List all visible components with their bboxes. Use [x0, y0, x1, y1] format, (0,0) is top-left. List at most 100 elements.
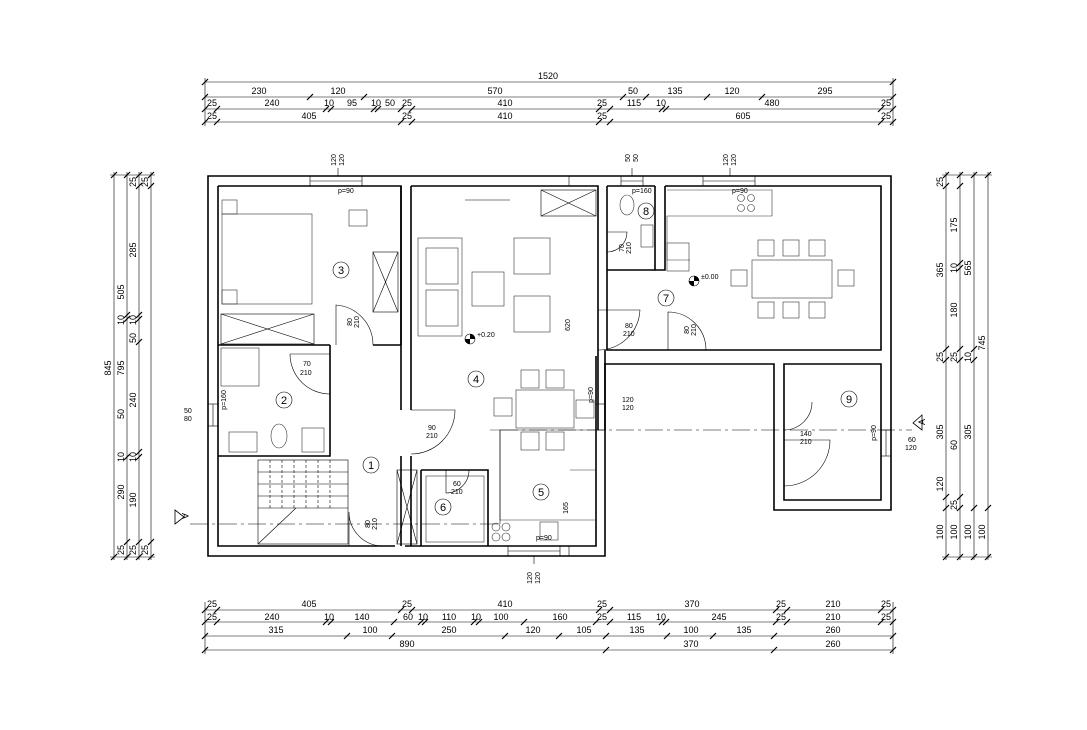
- dim-bottom-r3: 105: [576, 625, 591, 635]
- dim-bottom-r2: 160: [552, 612, 567, 622]
- dim-top-r2: 50: [628, 86, 638, 96]
- opening-label: 50: [184, 408, 192, 415]
- win-label: 120: [731, 154, 738, 166]
- dim-left-r3: 10: [128, 315, 138, 325]
- room-number-3: 3: [338, 265, 344, 277]
- p-label: p=90: [536, 535, 552, 542]
- door-label: 210: [300, 370, 312, 377]
- door-label: 80: [365, 520, 372, 528]
- dim-left-r2: 505: [116, 284, 126, 299]
- dim-right-r3: 10: [963, 352, 973, 362]
- dim-bottom-r3: 100: [362, 625, 377, 635]
- right-dimension-chains: 25 365 25 305 120 100 175 10 180 25 60 2…: [935, 171, 992, 561]
- door-label: 90: [428, 425, 436, 432]
- dim-right-r2: 180: [949, 302, 959, 317]
- dim-bottom-r4: 890: [399, 639, 414, 649]
- dim-bottom-r4: 370: [683, 639, 698, 649]
- win-label: 120: [535, 572, 542, 584]
- dim-bottom-r1: 25: [402, 599, 412, 609]
- dim-bottom-r1: 210: [825, 599, 840, 609]
- dim-bottom-r3: 260: [825, 625, 840, 635]
- win-label: 50: [633, 154, 640, 162]
- dim-left-r3: 285: [128, 242, 138, 257]
- door-label: 80: [347, 318, 354, 326]
- dim-right-r3: 565: [963, 260, 973, 275]
- dim-bottom-r1: 370: [684, 599, 699, 609]
- opening-label: 120: [622, 397, 634, 404]
- dim-right-r1: 365: [935, 262, 945, 277]
- dim-left-r4: 25: [140, 177, 150, 187]
- dim-bottom-r2: 10: [471, 612, 481, 622]
- dim-top-r4: 25: [597, 111, 607, 121]
- dim-right-r4: 100: [977, 524, 987, 539]
- dim-top-r3: 50: [385, 98, 395, 108]
- dim-top-r2: 230: [251, 86, 266, 96]
- dim-bottom-r3: 120: [525, 625, 540, 635]
- dim-bottom-r2: 210: [825, 612, 840, 622]
- dim-top-r3: 115: [627, 98, 641, 108]
- bottom-dimension-chains: 25 405 25 410 25 370 25 210 25 25 240 10…: [201, 599, 897, 654]
- dim-left-r2: 25: [116, 545, 126, 555]
- room-number-6: 6: [440, 502, 446, 514]
- level-markers: +0.20 ±0.00: [464, 274, 719, 345]
- dim-right-r2: 100: [949, 524, 959, 539]
- dim-top-r3: 410: [497, 98, 512, 108]
- dim-top-r4: 25: [881, 111, 891, 121]
- dim-top-r3: 480: [764, 98, 779, 108]
- dim-bottom-r4: 260: [825, 639, 840, 649]
- dim-top-r3: 10: [371, 98, 381, 108]
- door-label: 80: [684, 326, 691, 334]
- dim-right-r2: 175: [949, 217, 959, 232]
- dim-left-r3: 25: [128, 177, 138, 187]
- door-label: 210: [623, 331, 635, 338]
- dim-top-r4: 25: [402, 111, 412, 121]
- p-label: p=90: [338, 188, 354, 195]
- furniture: [220, 189, 855, 543]
- dim-bottom-r2: 245: [711, 612, 726, 622]
- p-label: p=90: [588, 387, 595, 403]
- dim-top-r3: 240: [264, 98, 279, 108]
- dim-bottom-r2: 140: [354, 612, 369, 622]
- dim-top-r3: 95: [347, 98, 357, 108]
- win-label: 120: [331, 154, 338, 166]
- level-living: +0.20: [477, 332, 495, 339]
- dim-right-r2: 60: [949, 440, 959, 450]
- dim-left-r3: 190: [128, 492, 138, 507]
- dim-bottom-r2: 10: [418, 612, 428, 622]
- dim-right-r1: 25: [935, 352, 945, 362]
- win-label: 120: [527, 572, 534, 584]
- dim-top-r3: 10: [656, 98, 666, 108]
- dim-bottom-r2: 25: [881, 612, 891, 622]
- dim-left-r3: 50: [128, 333, 138, 343]
- dim-bottom-r2: 10: [656, 612, 666, 622]
- opening-label: 165: [563, 502, 570, 514]
- top-dimension-chains: 1520 230 120 570 50 135 120 295 25 240 1…: [201, 71, 897, 126]
- opening-label: 80: [184, 416, 192, 423]
- dim-right-r1: 305: [935, 424, 945, 439]
- dim-top-r4: 410: [497, 111, 512, 121]
- win-label: 120: [723, 154, 730, 166]
- door-label: 70: [619, 244, 626, 252]
- dim-top-r4: 405: [301, 111, 316, 121]
- door-label: 140: [800, 431, 812, 438]
- dim-bottom-r2: 115: [627, 612, 641, 622]
- dim-right-r4: 745: [977, 335, 987, 350]
- opening-label: 60: [908, 437, 916, 444]
- dim-top-r3: 10: [324, 98, 334, 108]
- dim-left-r2: 50: [116, 409, 126, 419]
- dim-bottom-r2: 25: [207, 612, 217, 622]
- dim-bottom-r1: 25: [597, 599, 607, 609]
- dim-left-r2: 795: [116, 360, 126, 375]
- dim-bottom-r1: 25: [881, 599, 891, 609]
- room-number-7: 7: [663, 293, 669, 305]
- dim-left-r4: 25: [140, 545, 150, 555]
- door-label: 210: [800, 439, 812, 446]
- dim-right-r1: 25: [935, 177, 945, 187]
- opening-label: 120: [622, 405, 634, 412]
- dim-left-r2: 10: [116, 452, 126, 462]
- dim-bottom-r1: 405: [301, 599, 316, 609]
- dim-right-r3: 100: [963, 524, 973, 539]
- dim-bottom-r2: 100: [493, 612, 508, 622]
- section-line: A A: [174, 414, 927, 525]
